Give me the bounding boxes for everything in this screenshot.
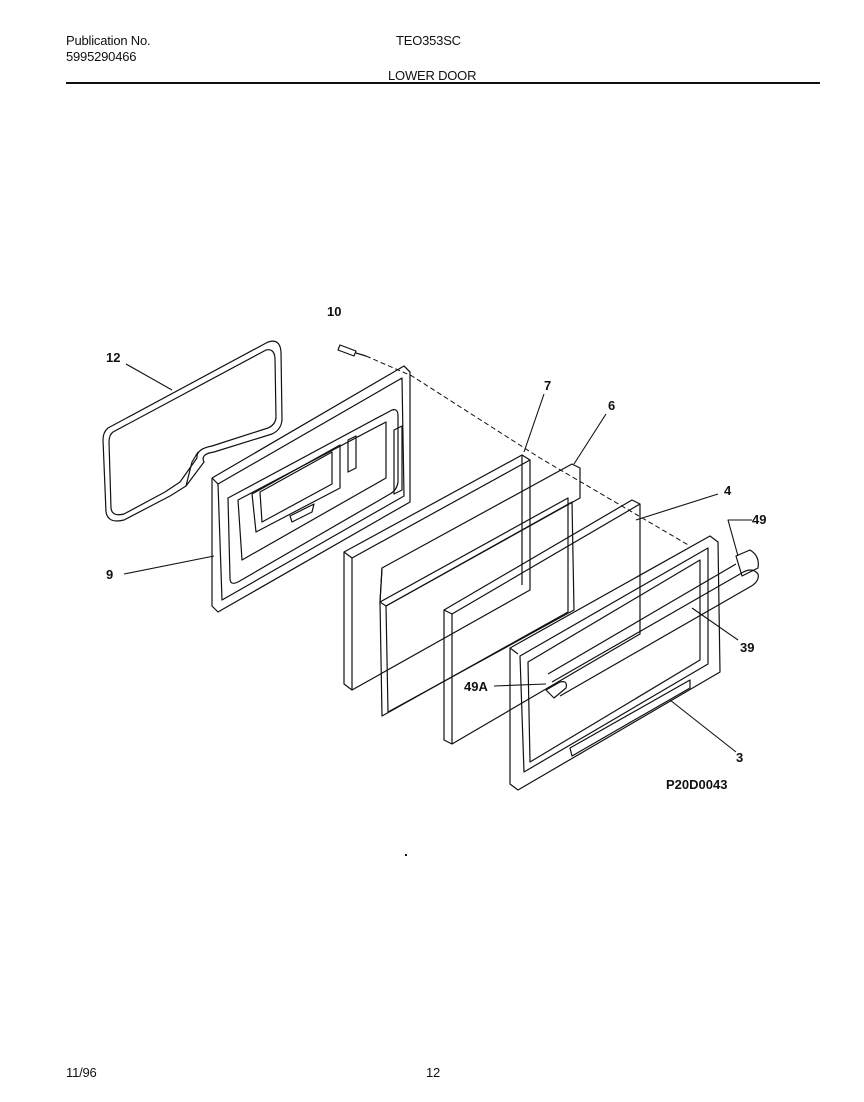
footer-date: 11/96 — [66, 1065, 97, 1080]
publication-label: Publication No. — [66, 33, 151, 48]
callout-12: 12 — [106, 350, 121, 365]
callout-39: 39 — [740, 640, 755, 655]
model-number: TEO353SC — [396, 33, 461, 48]
callout-4: 4 — [724, 483, 732, 498]
page-number: 12 — [426, 1065, 441, 1080]
callout-6: 6 — [608, 398, 616, 413]
part-6-glass-panel — [379, 463, 581, 717]
callout-3: 3 — [736, 750, 744, 765]
part-9-door-liner — [211, 365, 411, 613]
leader-lines — [123, 363, 752, 753]
section-title: LOWER DOOR — [388, 68, 477, 83]
callout-49: 49 — [752, 512, 767, 527]
callout-49A: 49A — [464, 679, 488, 694]
part-12-gasket — [102, 340, 283, 522]
callout-9: 9 — [106, 567, 114, 582]
part-4-outer-glass — [443, 499, 641, 745]
part-3-door-frame — [509, 535, 721, 791]
header-rule — [66, 82, 820, 84]
part-7-insulation — [343, 454, 531, 691]
part-10-screw — [337, 344, 367, 357]
drawing-id: P20D0043 — [666, 777, 728, 792]
publication-number: 5995290466 — [66, 49, 137, 64]
part-39-handle — [545, 549, 759, 699]
callout-7: 7 — [544, 378, 552, 393]
callout-10: 10 — [327, 304, 342, 319]
